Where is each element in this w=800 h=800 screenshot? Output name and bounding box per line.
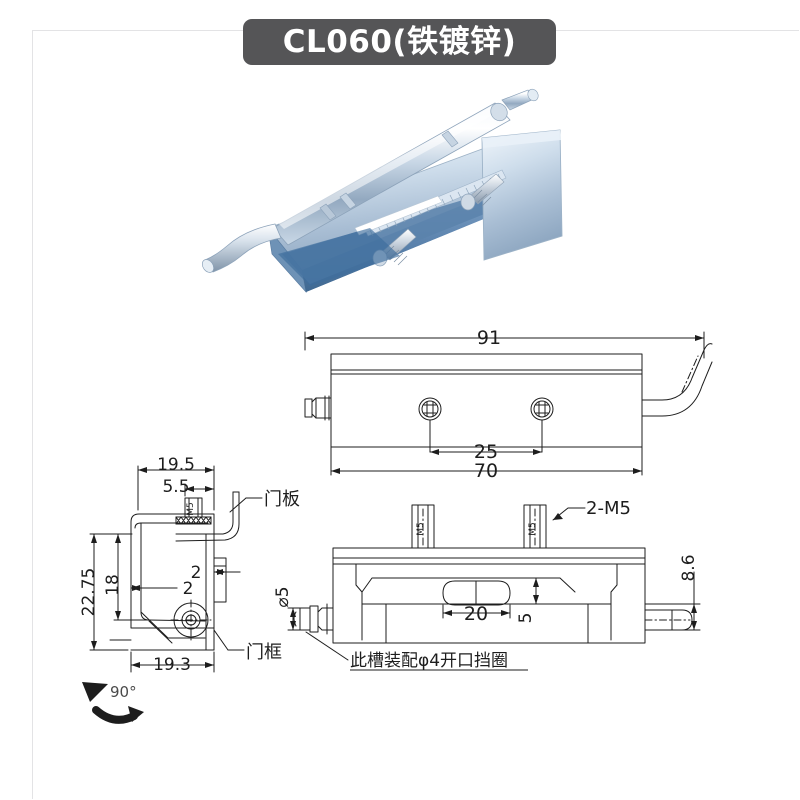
dim-label-70: 70 bbox=[474, 460, 498, 482]
leader-groove-note bbox=[305, 631, 349, 661]
front-view-drawing bbox=[287, 504, 701, 661]
front-stud-label-right: M5 bbox=[528, 522, 538, 536]
dim-label-19-3: 19.3 bbox=[153, 655, 191, 675]
front-stud-label-left: M5 bbox=[416, 522, 426, 536]
dimension-19-5 bbox=[137, 465, 215, 511]
dim-label-19-5: 19.5 bbox=[157, 455, 195, 475]
dim-label-18: 18 bbox=[103, 574, 123, 596]
callout-2-m5: 2-M5 bbox=[586, 498, 631, 519]
dimension-2-left bbox=[130, 585, 178, 591]
side-view-drawing bbox=[89, 465, 263, 673]
dimension-8-6 bbox=[644, 571, 701, 631]
spring-bolt-pin bbox=[272, 88, 539, 246]
dim-label-8-6: 8.6 bbox=[679, 554, 699, 581]
dimension-19-3 bbox=[130, 651, 215, 673]
dimension-70 bbox=[330, 446, 643, 476]
lever-handle bbox=[201, 223, 282, 273]
threaded-stud-rear bbox=[460, 173, 505, 211]
dim-label-phi5: ⌀5 bbox=[273, 586, 293, 607]
page-title: CL060(铁镀锌) bbox=[282, 23, 517, 60]
dim-label-5: 5 bbox=[516, 613, 536, 624]
dimension-25 bbox=[429, 419, 543, 455]
oblong-slot bbox=[442, 580, 511, 606]
dimension-5 bbox=[511, 577, 541, 605]
left-axle-end bbox=[293, 603, 334, 635]
front-stud-left bbox=[411, 504, 435, 549]
callout-door-panel: 门板 bbox=[264, 489, 300, 510]
dimension-2-right bbox=[213, 569, 241, 575]
dimension-91 bbox=[304, 331, 705, 359]
door-panel-outline bbox=[175, 491, 240, 542]
dim-label-25: 25 bbox=[474, 441, 498, 463]
side-stud-label: M5 bbox=[186, 502, 196, 516]
front-stud-right bbox=[523, 504, 547, 549]
dim-label-20: 20 bbox=[464, 603, 488, 625]
dim-label-91: 91 bbox=[477, 327, 501, 349]
dim-label-2-right: 2 bbox=[191, 563, 202, 583]
door-frame-leader bbox=[213, 629, 229, 651]
pivot-circle bbox=[170, 599, 212, 641]
screw-head-left bbox=[418, 397, 442, 421]
right-pin-end bbox=[644, 609, 693, 631]
rotation-angle-label: 90° bbox=[110, 683, 137, 701]
product-title-badge: CL060(铁镀锌) bbox=[243, 19, 556, 65]
dim-label-5-5: 5.5 bbox=[162, 477, 189, 497]
rotation-arrow-icon bbox=[82, 682, 144, 724]
dimension-phi5 bbox=[287, 607, 303, 631]
dim-label-2-left: 2 bbox=[183, 579, 194, 599]
dimension-18 bbox=[113, 533, 151, 621]
dimension-20 bbox=[442, 604, 511, 619]
screw-head-right bbox=[530, 397, 554, 421]
dimension-5-5 bbox=[184, 483, 215, 497]
channel-inner-shadow bbox=[278, 228, 400, 286]
dim-label-22-75: 22.75 bbox=[79, 568, 99, 617]
callout-door-frame: 门框 bbox=[246, 642, 282, 663]
top-view-drawing bbox=[304, 331, 713, 476]
side-stud bbox=[175, 497, 212, 525]
product-photo bbox=[150, 78, 580, 313]
groove-note: 此槽装配φ4开口挡圈 bbox=[350, 651, 508, 671]
mounting-plate bbox=[481, 129, 563, 261]
